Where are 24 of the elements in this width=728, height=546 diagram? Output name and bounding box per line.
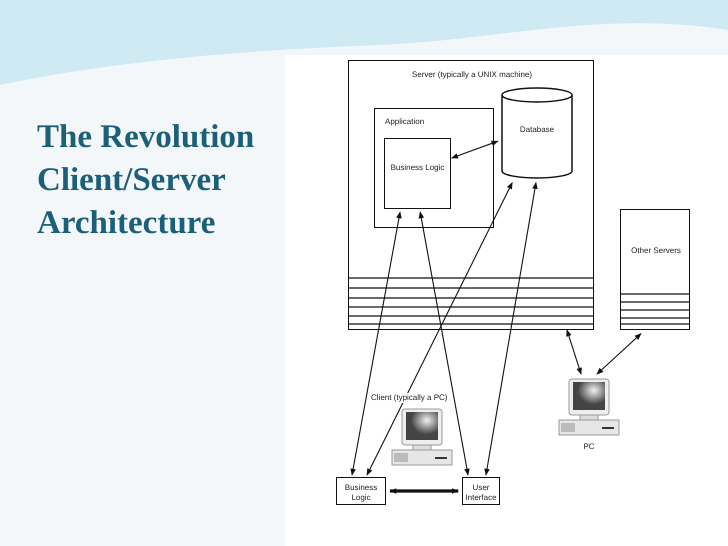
node-label: Business Logic [344, 483, 378, 504]
application-box [374, 108, 494, 228]
arrow [484, 182, 538, 476]
node-label: Application [385, 117, 424, 128]
arrow [389, 488, 459, 494]
component-box [384, 138, 451, 209]
component-box [336, 477, 386, 505]
node-label: User Interface [465, 483, 497, 504]
node-label: Database [518, 125, 556, 136]
arrow [366, 182, 513, 476]
arrow [451, 140, 498, 159]
client-label: Client (typically a PC) [370, 393, 448, 404]
arrow [418, 211, 470, 476]
node-label: Business Logic [390, 163, 446, 174]
node-label: PC [582, 442, 596, 452]
node-label: Server (typically a UNIX machine) [410, 70, 534, 80]
arrow [596, 333, 642, 375]
arrow [566, 329, 582, 375]
server-box [348, 60, 594, 330]
server-box [620, 209, 690, 330]
component-box [462, 477, 500, 505]
node-label: Other Servers [631, 246, 681, 256]
slide-title: The Revolution Client/Server Architecture [37, 118, 256, 243]
arrow [350, 211, 402, 476]
